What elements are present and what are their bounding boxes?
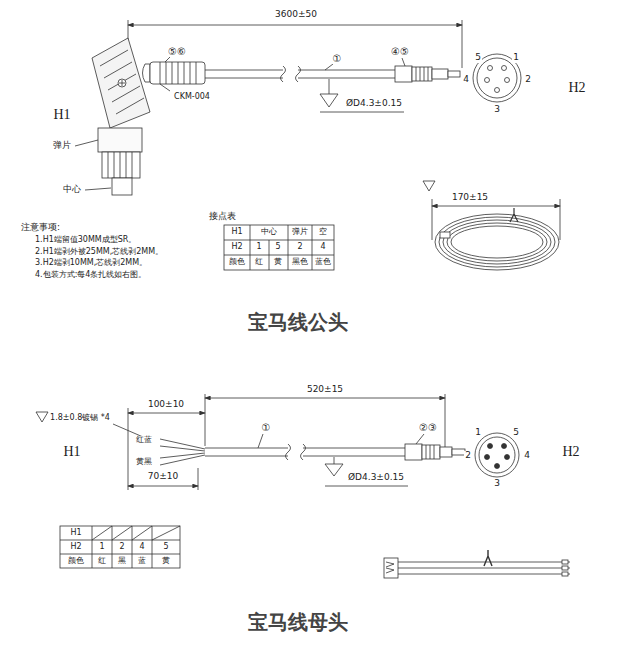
wire-color: 黄黑: [135, 458, 153, 467]
pin-number: 3: [493, 479, 501, 489]
callout-number: ①: [332, 53, 343, 64]
table-title: 接点表: [208, 212, 237, 222]
callout-number: ④⑤: [390, 46, 410, 57]
dimension: 170±15: [451, 193, 489, 203]
table-cell: 蓝色: [314, 258, 332, 267]
table-cell: 2: [118, 543, 125, 552]
pin-number: 3: [493, 105, 501, 115]
note-text: 3.H2端剥10MM,芯线剥2MM。: [34, 259, 148, 268]
part-label: 中心: [62, 185, 82, 195]
part-code: CKM-004: [173, 93, 211, 102]
callout-number: ①: [261, 422, 272, 433]
table-cell: H2: [69, 543, 82, 552]
table-cell: H1: [69, 529, 82, 538]
part-label: 弹片: [52, 141, 72, 151]
dimension: ØD4.3±0.15: [345, 99, 403, 109]
table-cell: 1: [98, 543, 105, 552]
table-cell: 弹片: [291, 228, 309, 237]
table-cell: 5: [274, 243, 281, 252]
table-cell: 5: [162, 543, 169, 552]
table-cell: 黑色: [291, 258, 309, 267]
pin-number: 4: [462, 75, 470, 85]
table-cell: 1: [255, 243, 262, 252]
callout-number: ②③: [418, 422, 438, 433]
table-cell: H2: [230, 243, 243, 252]
pin-number: 5: [512, 428, 520, 438]
connector-name: H2: [561, 444, 580, 459]
connector-name: H1: [52, 107, 71, 122]
table-cell: 黄: [161, 557, 171, 566]
note-text: 2.H1端剥外被25MM,芯线剥2MM。: [34, 248, 164, 257]
pin-number: 1: [474, 428, 482, 438]
dimension: 520±15: [306, 385, 344, 395]
table-cell: 红: [254, 258, 264, 267]
dimension: 70±10: [147, 472, 179, 482]
wire-color: 红蓝: [135, 436, 153, 445]
table-cell: 中心: [260, 228, 278, 237]
table-cell: 蓝: [137, 557, 147, 566]
table-cell: 黑: [117, 557, 127, 566]
table-cell: 4: [319, 243, 326, 252]
pin-number: 4: [523, 451, 531, 461]
table-cell: 颜色: [67, 557, 85, 566]
note-text: 4.包装方式:每4条扎线如右图。: [34, 271, 147, 280]
dimension: 100±10: [147, 400, 185, 410]
title-text: 宝马线母头: [247, 611, 349, 633]
connector-name: H2: [567, 80, 586, 95]
table-cell: 4: [138, 543, 145, 552]
table-cell: 2: [296, 243, 303, 252]
connector-name: H1: [62, 444, 81, 459]
table-cell: H1: [230, 228, 243, 237]
title-text: 宝马线公头: [247, 311, 349, 333]
pin-number: 2: [464, 451, 472, 461]
pin-number: 1: [512, 53, 520, 63]
dimension: ØD4.3±0.15: [347, 473, 405, 483]
note-text: 注意事项:: [20, 223, 61, 233]
pin-number: 2: [524, 75, 532, 85]
callout-number: ⑤⑥: [167, 46, 187, 57]
table-cell: 红: [97, 557, 107, 566]
pin-number: 5: [474, 53, 482, 63]
dimension: 3600±50: [274, 10, 318, 20]
table-cell: 空: [318, 228, 328, 237]
table-cell: 颜色: [228, 258, 246, 267]
table-cell: 黄: [273, 258, 283, 267]
note-text: 1.H1端留值30MM成型SR。: [34, 236, 137, 245]
dimension: 1.8±0.8镀锡 *4: [49, 414, 111, 423]
